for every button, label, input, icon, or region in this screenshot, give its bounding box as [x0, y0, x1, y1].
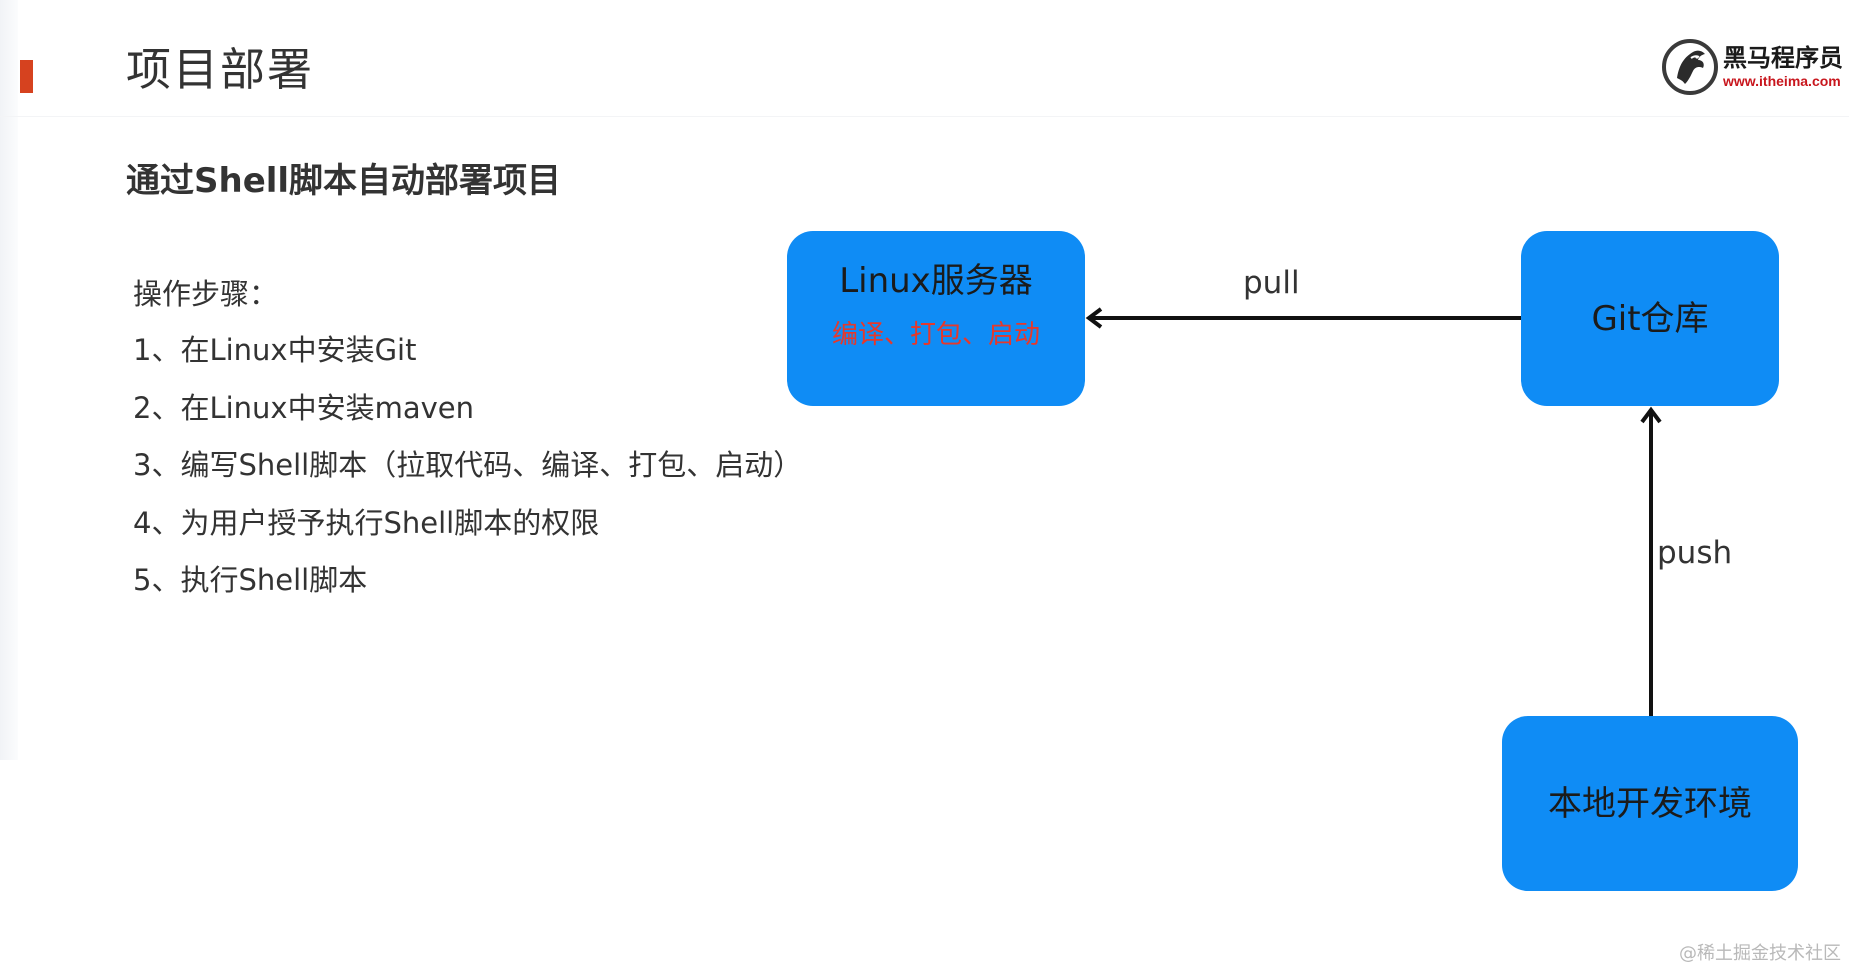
linux-server-sublabel: 编译、打包、启动 — [831, 320, 1040, 350]
step-item: 2、在Linux中安装maven — [133, 390, 474, 425]
steps-block: 操作步骤： 1、在Linux中安装Git 2、在Linux中安装maven 3、… — [133, 266, 802, 610]
linux-server-node: Linux服务器 编译、打包、启动 — [787, 231, 1085, 406]
steps-list: 1、在Linux中安装Git 2、在Linux中安装maven 3、编写Shel… — [133, 322, 802, 610]
step-item: 5、执行Shell脚本 — [133, 563, 368, 597]
push-arrow-head — [1640, 406, 1662, 424]
pull-edge-label: pull — [1243, 265, 1300, 301]
step-item: 3、编写Shell脚本（拉取代码、编译、打包、启动） — [133, 448, 803, 482]
logo-name: 黑马程序员 — [1723, 44, 1843, 72]
push-edge-label: push — [1657, 535, 1733, 571]
watermark: @稀土掘金技术社区 — [1679, 943, 1841, 964]
page-title: 项目部署 — [126, 43, 315, 96]
logo: 黑马程序员 www.itheima.com — [1661, 36, 1849, 98]
git-repository-node: Git仓库 — [1521, 231, 1779, 406]
step-item: 1、在Linux中安装Git — [133, 333, 417, 367]
linux-server-label: Linux服务器 — [839, 261, 1033, 301]
git-repository-label: Git仓库 — [1591, 298, 1709, 339]
pull-arrow-head — [1085, 307, 1103, 329]
header-divider — [0, 116, 1849, 117]
local-dev-env-node: 本地开发环境 — [1502, 716, 1798, 891]
section-subtitle: 通过Shell脚本自动部署项目 — [126, 161, 562, 201]
local-dev-env-label: 本地开发环境 — [1548, 783, 1752, 824]
logo-url: www.itheima.com — [1723, 73, 1841, 89]
left-side-tab — [0, 0, 18, 760]
logo-text: 黑马程序员 www.itheima.com — [1723, 44, 1843, 90]
steps-heading: 操作步骤： — [133, 277, 279, 311]
step-item: 4、为用户授予执行Shell脚本的权限 — [133, 505, 600, 540]
horse-logo-icon — [1662, 39, 1718, 95]
title-accent-bar — [20, 60, 33, 93]
